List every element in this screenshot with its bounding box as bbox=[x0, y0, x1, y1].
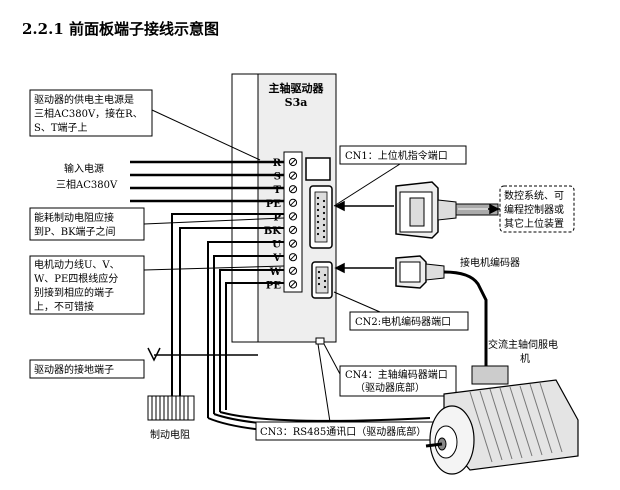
svg-text:驱动器的接地端子: 驱动器的接地端子 bbox=[34, 363, 114, 376]
section-heading: 2.2.1 前面板端子接线示意图 bbox=[22, 20, 219, 38]
svg-text:数控系统、可: 数控系统、可 bbox=[504, 189, 564, 202]
terminal-label-1: S bbox=[274, 172, 281, 183]
svg-text:电机动力线U、V、: 电机动力线U、V、 bbox=[34, 258, 120, 271]
svg-text:别接到相应的端子: 别接到相应的端子 bbox=[34, 286, 114, 299]
callout-cn1: CN1：上位机指令端口 bbox=[333, 145, 467, 207]
encoder-cable bbox=[443, 270, 488, 368]
cn2-port bbox=[311, 261, 333, 299]
brake-resistor bbox=[147, 395, 195, 421]
ground-wire bbox=[147, 347, 258, 362]
callout-ground: 驱动器的接地端子 bbox=[29, 359, 145, 379]
svg-text:到P、BK端子之间: 到P、BK端子之间 bbox=[34, 225, 116, 238]
input-power-lines bbox=[130, 160, 284, 203]
callout-power-supply: 驱动器的供电主电源是 三相AC380V，接在R、 S、T端子上 bbox=[29, 89, 261, 161]
display-window bbox=[305, 157, 331, 181]
cnc-arrow bbox=[488, 203, 500, 215]
callout-cn4: CN4：主轴编码器端口 （驱动器底部） bbox=[323, 343, 457, 397]
svg-text:CN1：上位机指令端口: CN1：上位机指令端口 bbox=[345, 149, 448, 162]
svg-text:上，不可错接: 上，不可错接 bbox=[34, 300, 94, 313]
drive-title: 主轴驱动器 bbox=[269, 81, 325, 95]
callout-brake-resistor: 能耗制动电阻应接 到P、BK端子之间 bbox=[29, 207, 285, 241]
db25-plug-icon bbox=[395, 181, 457, 239]
input-power-label: 输入电源 bbox=[64, 162, 104, 175]
terminal-label-6: U bbox=[272, 240, 281, 251]
servo-motor-icon bbox=[425, 365, 579, 475]
svg-text:三相AC380V，接在R、: 三相AC380V，接在R、 bbox=[34, 107, 143, 120]
motor-label-2: 机 bbox=[520, 352, 530, 365]
brake-resistor-wires bbox=[171, 213, 284, 396]
terminal-strip bbox=[283, 151, 303, 293]
db9-plug-icon bbox=[395, 255, 445, 289]
callout-cn3: CN3：RS485通讯口（驱动器底部） bbox=[255, 343, 447, 441]
terminal-label-8: W bbox=[269, 267, 282, 278]
callout-cn2: CN2:电机编码器端口 bbox=[333, 291, 469, 331]
svg-text:CN3：RS485通讯口（驱动器底部）: CN3：RS485通讯口（驱动器底部） bbox=[260, 425, 426, 438]
terminal-label-3: PE bbox=[266, 199, 282, 210]
cnc-box: 数控系统、可 编程控制器或 其它上位装置 bbox=[499, 185, 575, 233]
terminal-label-2: T bbox=[274, 185, 282, 196]
svg-text:CN2:电机编码器端口: CN2:电机编码器端口 bbox=[355, 315, 451, 328]
terminal-label-9: PE bbox=[266, 280, 282, 291]
svg-text:其它上位装置: 其它上位装置 bbox=[504, 217, 564, 230]
callout-motor-power: 电机动力线U、V、 W、PE四根线应分 别接到相应的端子 上，不可错接 bbox=[29, 255, 285, 315]
drive-model: S3a bbox=[285, 96, 308, 109]
svg-text:CN4：主轴编码器端口: CN4：主轴编码器端口 bbox=[345, 368, 448, 381]
motor-label: 交流主轴伺服电 bbox=[488, 338, 558, 351]
svg-text:（驱动器底部）: （驱动器底部） bbox=[355, 381, 425, 394]
cn1-port bbox=[309, 185, 333, 249]
svg-text:编程控制器或: 编程控制器或 bbox=[504, 203, 564, 216]
input-voltage-label: 三相AC380V bbox=[56, 178, 118, 191]
cn1-arrow bbox=[334, 200, 394, 212]
svg-text:S、T端子上: S、T端子上 bbox=[34, 121, 88, 134]
svg-text:能耗制动电阻应接: 能耗制动电阻应接 bbox=[34, 211, 114, 224]
terminal-label-7: V bbox=[272, 253, 281, 264]
brake-resistor-label: 制动电阻 bbox=[150, 428, 190, 441]
svg-text:驱动器的供电主电源是: 驱动器的供电主电源是 bbox=[34, 93, 134, 106]
terminal-label-0: R bbox=[273, 158, 282, 169]
svg-text:W、PE四根线应分: W、PE四根线应分 bbox=[34, 272, 118, 285]
terminal-label-5: BK bbox=[264, 226, 281, 237]
cn2-arrow bbox=[334, 262, 394, 274]
encoder-label: 接电机编码器 bbox=[460, 256, 520, 269]
